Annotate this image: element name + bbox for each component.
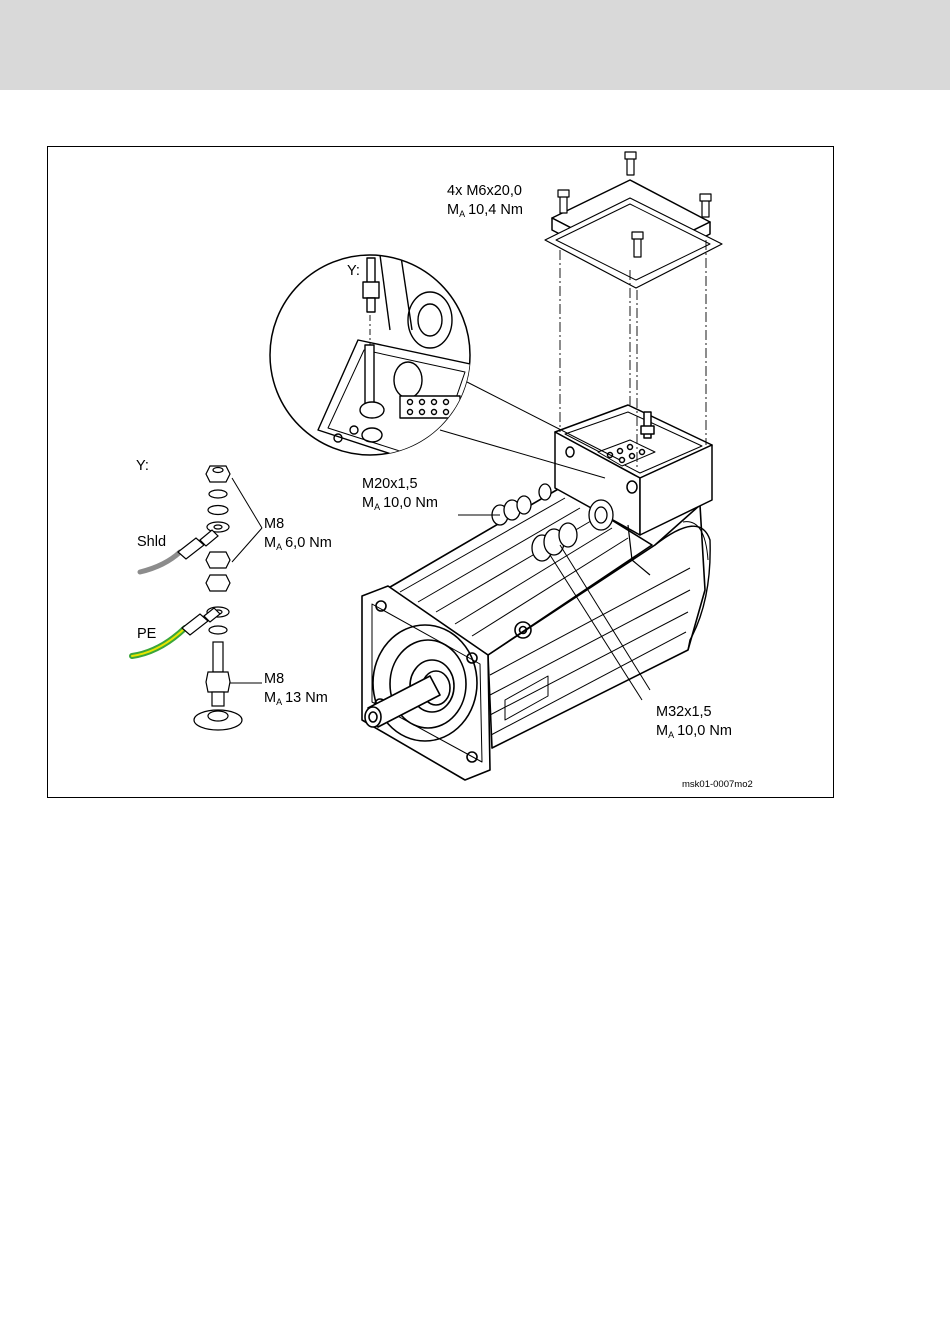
m20-size-label: M20x1,5 [362,476,418,492]
figure-code-label: msk01-0007mo2 [682,779,753,790]
m8-top-size-label: M8 [264,516,284,532]
stack-y-label: Y: [136,458,149,474]
stack-leader-lines [230,478,262,683]
cover-screws-label: 4x M6x20,0 [447,183,522,199]
pe-label: PE [137,626,157,642]
m8-bottom-size-label: M8 [264,671,284,687]
m32-size-label: M32x1,5 [656,704,712,720]
detail-y-label: Y: [347,263,360,279]
shld-label: Shld [137,534,166,550]
ground-stud-stack [194,466,242,730]
detail-magnifier [270,250,475,470]
terminal-box-cover [545,152,722,288]
